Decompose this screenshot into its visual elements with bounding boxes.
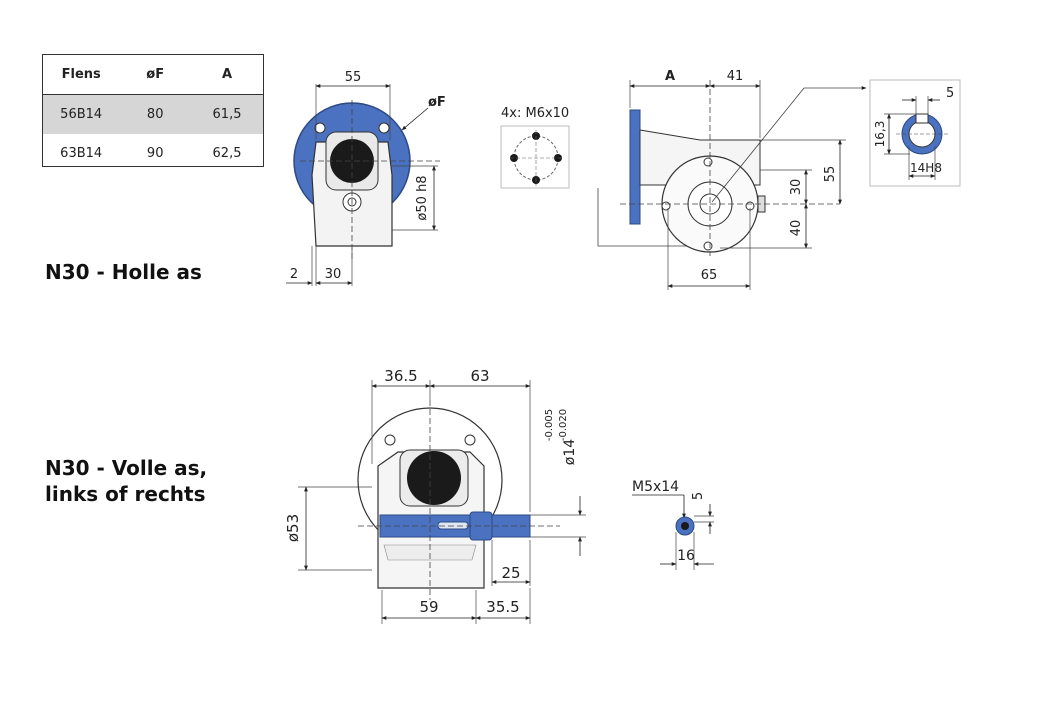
flange-bolt-hole (314, 122, 326, 134)
table-cell: 63B14 (60, 146, 103, 161)
table-cell: 62,5 (212, 146, 242, 161)
header-flens: Flens (42, 54, 121, 95)
flange-spec-table: Flens øF A 56B14 80 61,5 63B14 90 62,5 (42, 54, 264, 173)
dim-a-label: A (665, 69, 675, 84)
dim-tol-hi-label: -0.005 (544, 409, 555, 441)
table-cell: 61,5 (190, 94, 264, 134)
dim-63-label: 63 (470, 367, 489, 385)
bolt-pattern-detail: 4x: M6x10 (500, 106, 706, 247)
dim-30-label: 30 (789, 179, 804, 196)
table-cell: 56B14 (42, 94, 121, 134)
table-cell: 80 (120, 94, 191, 134)
solid-shaft-title-line2: links of rechts (45, 482, 206, 506)
hollow-shaft-title-text: N30 - Holle as (45, 260, 202, 284)
table-cell: 90 (146, 146, 164, 161)
table-frame-bottom (42, 166, 264, 167)
dim-59-label: 59 (419, 598, 438, 616)
dim-25-label: 25 (501, 564, 520, 582)
hollow-bore (330, 139, 374, 183)
bolt-pattern-label: 4x: M6x10 (501, 106, 569, 121)
hollow-front-view: 55 øF ø50 h8 2 30 (286, 70, 446, 286)
dim-flange-label: øF (428, 95, 446, 110)
dim-41-label: 41 (727, 69, 744, 84)
table-row: 56B14 80 61,5 (42, 94, 264, 134)
dim-shaft-label: ø14 (562, 439, 578, 465)
shaft-key-label: 5 (691, 492, 706, 500)
solid-shaft-title-line1: N30 - Volle as, (45, 456, 208, 480)
dim-55-label: 55 (823, 166, 838, 183)
keyway-width-label: 5 (946, 86, 954, 101)
hollow-side-view: A 41 55 30 40 65 (620, 69, 867, 290)
dim-width-label: 55 (345, 70, 362, 85)
keyway-bore-label: 14H8 (910, 161, 942, 175)
solid-shaft-view: 36.5 63 ø53 ø14 -0.005 -0.020 25 59 35.5 (284, 367, 586, 624)
dim-pilot-label: ø50 h8 (415, 175, 430, 220)
solid-shaft-title: N30 - Volle as, links of rechts (45, 455, 207, 507)
side-flange (629, 109, 641, 225)
table-row: 63B14 90 62,5 (42, 134, 264, 173)
dim-355-label: 35.5 (486, 598, 519, 616)
header-of: øF (120, 54, 191, 95)
shaft-end-detail: M5x14 5 16 (632, 479, 714, 570)
dim-53-label: ø53 (284, 514, 302, 542)
keyway-depth-label: 16,3 (873, 121, 887, 148)
hollow-shaft-title: N30 - Holle as (45, 259, 202, 285)
dim-365-label: 36.5 (384, 367, 417, 385)
table-header-row: Flens øF A (42, 54, 264, 95)
dim-tol-lo-label: -0.020 (558, 409, 569, 441)
thread-label: M5x14 (632, 479, 679, 495)
dim-half-label: 30 (325, 267, 342, 282)
dim-40-label: 40 (789, 220, 804, 237)
keyway-detail: 5 16,3 14H8 (869, 79, 961, 187)
solid-bore (407, 451, 461, 505)
shaft-dia-label: 16 (677, 548, 695, 564)
header-a: A (190, 54, 264, 95)
dim-65-label: 65 (701, 268, 718, 283)
flange-bolt-hole (378, 122, 390, 134)
dim-offset-label: 2 (290, 267, 298, 282)
